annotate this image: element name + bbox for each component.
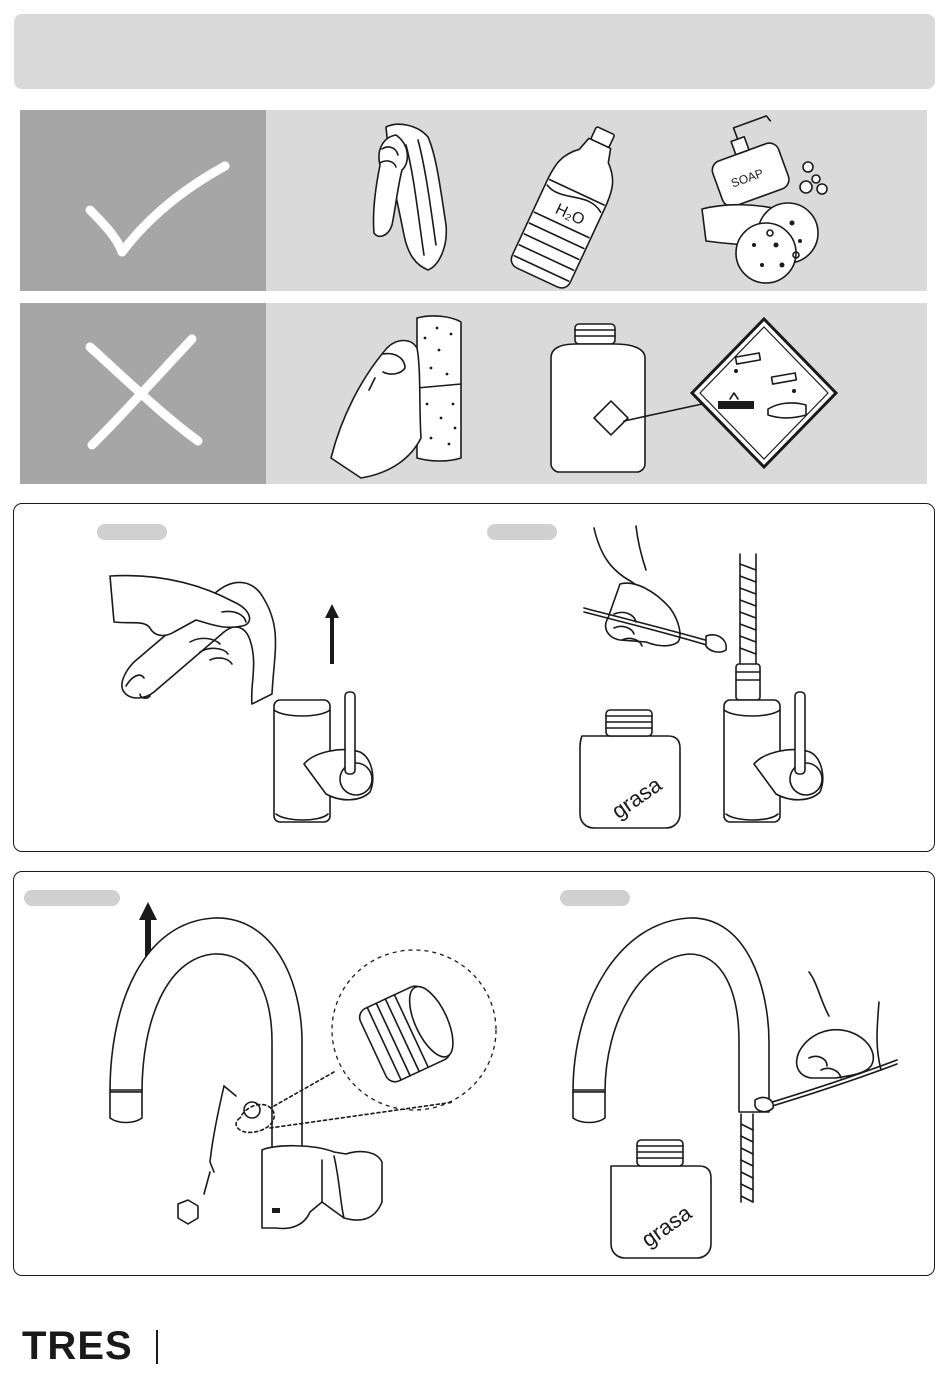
do-panel: H₂O SOAP: [266, 110, 927, 291]
water-bottle-icon: H₂O: [511, 115, 631, 290]
step-4-illustration: grasa: [559, 882, 939, 1262]
step-3-illustration: [14, 882, 514, 1262]
sponge-icon: [321, 308, 481, 483]
dont-symbol-block: [20, 303, 266, 484]
soap-icon: SOAP: [696, 115, 846, 290]
do-row: H₂O SOAP: [20, 110, 927, 291]
dont-panel: [266, 303, 927, 484]
step-1-illustration: [14, 524, 454, 844]
logo-divider: [156, 1330, 158, 1364]
checkmark-icon: [20, 110, 266, 291]
chemical-bottle-icon: [541, 318, 661, 478]
header-bar: [14, 14, 935, 89]
corrosive-hazard-icon: [684, 315, 844, 475]
steps-box-2: grasa: [13, 871, 935, 1276]
step-2-illustration: grasa: [484, 524, 924, 844]
do-symbol-block: [20, 110, 266, 291]
brand-logo: TRES: [22, 1326, 133, 1366]
cross-icon: [20, 303, 266, 484]
dont-row: [20, 303, 927, 484]
steps-box-1: grasa: [13, 503, 935, 852]
cloth-icon: [336, 115, 456, 285]
